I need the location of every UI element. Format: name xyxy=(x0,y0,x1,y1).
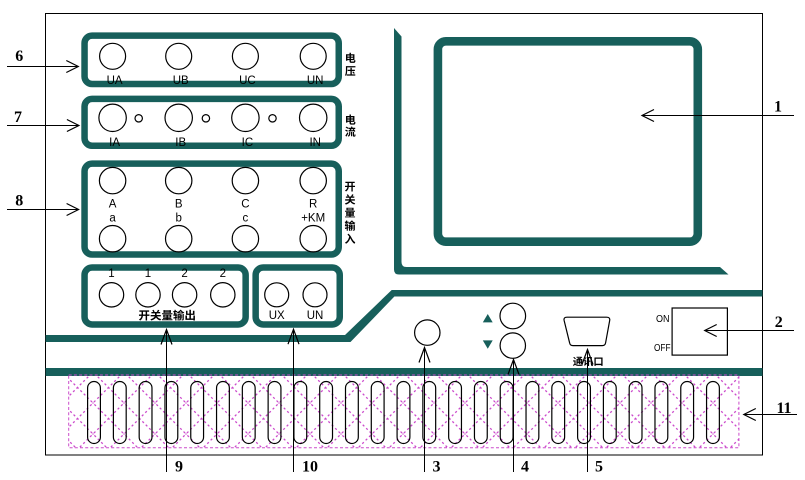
svg-text:11: 11 xyxy=(776,400,791,417)
svg-text:1: 1 xyxy=(145,268,151,280)
svg-text:5: 5 xyxy=(595,459,603,476)
svg-text:UC: UC xyxy=(239,75,256,87)
svg-text:R: R xyxy=(309,199,317,211)
svg-text:6: 6 xyxy=(15,48,23,65)
svg-text:9: 9 xyxy=(175,459,183,476)
svg-text:7: 7 xyxy=(14,109,22,126)
svg-text:b: b xyxy=(175,213,181,225)
svg-text:8: 8 xyxy=(15,193,23,210)
svg-text:4: 4 xyxy=(521,459,529,476)
svg-text:OFF: OFF xyxy=(654,342,671,354)
svg-text:3: 3 xyxy=(433,459,441,476)
svg-text:2: 2 xyxy=(181,268,187,280)
svg-text:UN: UN xyxy=(307,75,324,87)
svg-text:UN: UN xyxy=(307,310,324,322)
svg-text:UB: UB xyxy=(173,75,189,87)
svg-text:2: 2 xyxy=(220,268,226,280)
svg-text:1: 1 xyxy=(108,268,114,280)
svg-text:1: 1 xyxy=(774,99,782,116)
svg-text:c: c xyxy=(243,213,249,225)
svg-text:IB: IB xyxy=(175,137,186,149)
svg-text:2: 2 xyxy=(775,314,783,331)
svg-text:10: 10 xyxy=(302,459,318,476)
svg-text:IC: IC xyxy=(242,137,254,149)
svg-text:B: B xyxy=(175,199,183,211)
svg-text:a: a xyxy=(109,213,116,225)
svg-text:+KM: +KM xyxy=(301,213,325,225)
svg-text:A: A xyxy=(109,199,117,211)
svg-text:IN: IN xyxy=(309,137,321,149)
svg-text:UX: UX xyxy=(269,310,285,322)
svg-text:C: C xyxy=(241,199,249,211)
svg-text:ON: ON xyxy=(656,313,670,325)
svg-text:IA: IA xyxy=(109,137,120,149)
svg-text:UA: UA xyxy=(107,75,123,87)
